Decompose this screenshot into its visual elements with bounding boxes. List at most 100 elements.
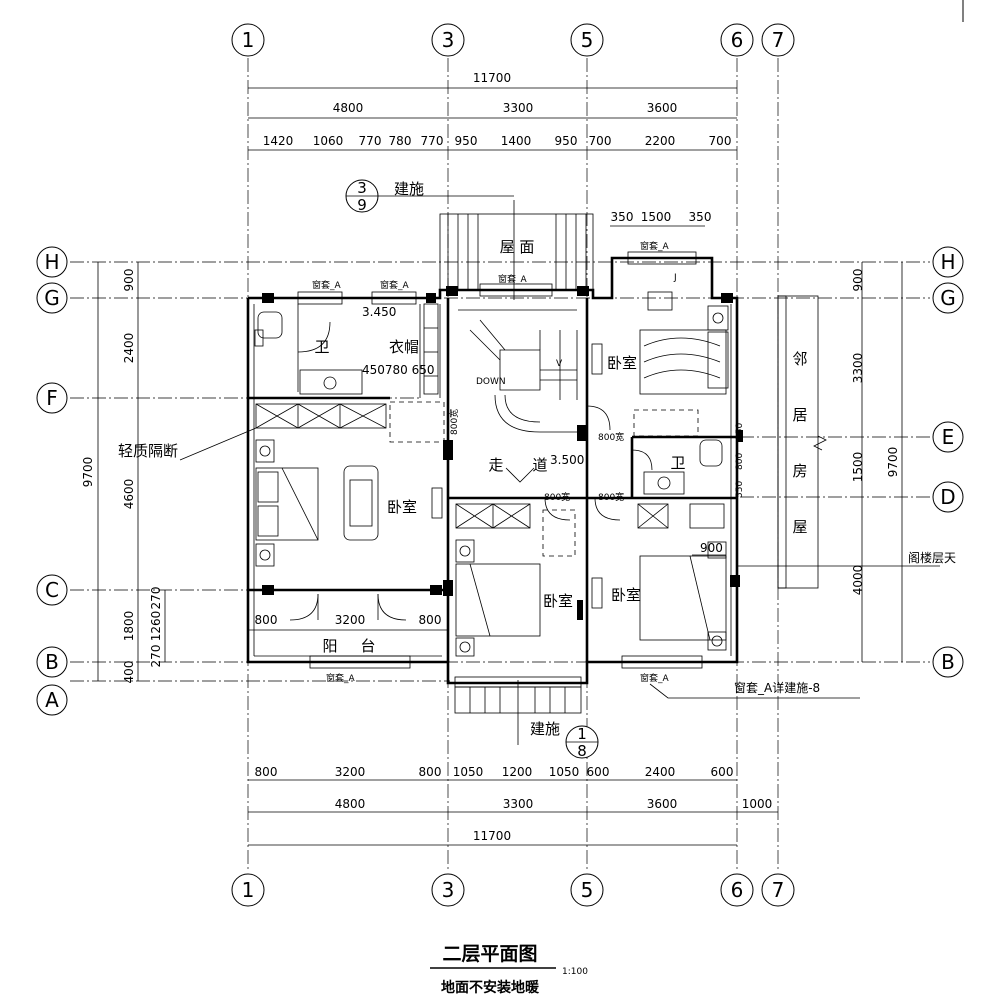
balcony: 800 3200 800 阳 台	[255, 593, 442, 655]
win-tag: 窗套_A	[380, 279, 410, 291]
label-bath-left: 卫	[314, 338, 329, 356]
bath-dim-150: 150	[735, 423, 745, 440]
label-corridor-b: 道	[532, 456, 547, 474]
dim-minor: 700	[589, 134, 612, 148]
neighbor-house: 邻 居 房 屋 阁楼层天	[737, 295, 956, 589]
bedroom-se: 卧室 900	[591, 541, 727, 651]
label-neighbor-4: 屋	[792, 518, 807, 536]
bathroom-right: 卫 150 800 550	[631, 423, 745, 529]
bedroom-ne: 卧室 J	[591, 273, 729, 437]
dim-minor: 800	[255, 765, 278, 779]
label-neighbor-2: 居	[792, 406, 807, 424]
bedroom-left: 卧室	[255, 439, 443, 567]
door-width-mid: 800宽	[544, 491, 570, 503]
stair-arrow: V	[556, 359, 563, 369]
bathroom-left: 卫 3.450	[254, 305, 396, 395]
dim-minor: 600	[711, 765, 734, 779]
dim-minor: 1420	[263, 134, 294, 148]
win-tag: 窗套_A	[312, 279, 342, 291]
dim-minor: 1400	[501, 134, 532, 148]
bedroom-mid: 卧室	[455, 503, 576, 657]
title-main: 二层平面图	[442, 943, 537, 965]
title-scale: 1:100	[562, 967, 588, 977]
dim-minor: 2400	[645, 765, 676, 779]
dim-major: 4800	[333, 101, 364, 115]
win-tag: 窗套_A	[640, 672, 670, 684]
label-roof: 屋 面	[500, 238, 535, 256]
axis-label: F	[46, 386, 58, 410]
bath-dim-800: 800	[735, 453, 745, 470]
symbol-j: J	[673, 273, 677, 283]
label-bedroom-left: 卧室	[387, 498, 417, 516]
dim-seg: 4000	[851, 565, 865, 596]
window-tags: 窗套_A 窗套_A 窗套_A 窗套_A 窗套_A 窗套_A 窗套_A详建施-8	[312, 240, 860, 699]
axis-label: 3	[442, 28, 455, 52]
axis-label: B	[941, 650, 955, 674]
top-dimensions: 11700 4800 3300 3600 1420 1060 770 780 7…	[248, 71, 737, 227]
dim-bay: 1500	[641, 210, 672, 224]
dim-balcony-right: 800	[419, 613, 442, 627]
axis-label: A	[45, 688, 59, 712]
ref-bottom: 1 8 建施	[530, 720, 599, 760]
ref-bot-label: 建施	[530, 720, 560, 738]
dim-minor: 2200	[645, 134, 676, 148]
dim-seg: 1500	[851, 452, 865, 483]
axis-label: B	[45, 650, 59, 674]
roof-area: 屋 面	[439, 200, 594, 745]
axis-label: 6	[731, 28, 744, 52]
storage-row: 轻质隔断	[118, 401, 445, 461]
left-dimensions: 9700 900 2400 4600 1800 400 270 1260 270	[81, 262, 166, 683]
stair-down-label: DOWN	[476, 377, 506, 387]
dim-balcony: 270	[149, 645, 163, 668]
label-neighbor-1: 邻	[792, 350, 807, 368]
win-tag: 窗套_A	[326, 672, 356, 684]
label-bedroom-mid: 卧室	[543, 592, 573, 610]
axis-label: 5	[581, 28, 594, 52]
walls	[246, 256, 743, 685]
label-bath-right: 卫	[670, 454, 685, 472]
level-345: 3.450	[362, 305, 396, 319]
axis-label: 6	[731, 878, 744, 902]
level-35: 3.500	[550, 453, 584, 467]
dim-minor: 1060	[313, 134, 344, 148]
dim-seg: 1800	[122, 611, 136, 642]
wardrobe-dims: 450780 650	[362, 363, 435, 377]
dim-minor: 800	[419, 765, 442, 779]
label-attic: 阁楼层天	[908, 550, 956, 565]
label-balcony-b: 台	[360, 637, 375, 655]
dim-seg: 4600	[122, 479, 136, 510]
right-dimensions: 900 3300 1500 4000 9700	[851, 262, 903, 662]
ref-bot-den: 8	[577, 742, 587, 760]
label-bedroom-ne: 卧室	[607, 354, 637, 372]
axis-label: 7	[772, 28, 785, 52]
axis-label: 7	[772, 878, 785, 902]
axis-bubbles-top: 1 3 5 6 7	[231, 23, 795, 57]
dim-seg: 2400	[122, 333, 136, 364]
dim-minor: 950	[555, 134, 578, 148]
axis-bubbles-bottom: 1 3 5 6 7	[231, 873, 795, 907]
door-width-left: 800宽	[448, 409, 460, 435]
dim-minor: 1200	[502, 765, 533, 779]
axis-label: G	[940, 286, 956, 310]
dim-minor: 1050	[549, 765, 580, 779]
axis-label: 3	[442, 878, 455, 902]
drawing-title: 二层平面图 1:100 地面不安装地暖	[430, 943, 588, 996]
door-width-ne: 800宽	[598, 431, 624, 443]
win-tag: 窗套_A	[640, 240, 670, 252]
door-width-se: 800宽	[598, 491, 624, 503]
axis-bubbles-left: H G F C B A	[36, 246, 68, 716]
ref-top: 3 9 建施	[345, 179, 514, 214]
ref-bot-num: 1	[577, 725, 587, 743]
dim-major: 3300	[503, 101, 534, 115]
axis-label: C	[45, 578, 59, 602]
label-balcony-a: 阳	[322, 637, 337, 655]
dim-minor: 770	[359, 134, 382, 148]
dim-minor: 780	[389, 134, 412, 148]
axis-label: H	[940, 250, 955, 274]
dim-balcony-mid: 3200	[335, 613, 366, 627]
dim-minor: 1050	[453, 765, 484, 779]
wardrobe: 衣帽 450780 650	[362, 303, 439, 395]
axis-label: 1	[242, 28, 255, 52]
label-corridor-a: 走	[488, 456, 503, 474]
